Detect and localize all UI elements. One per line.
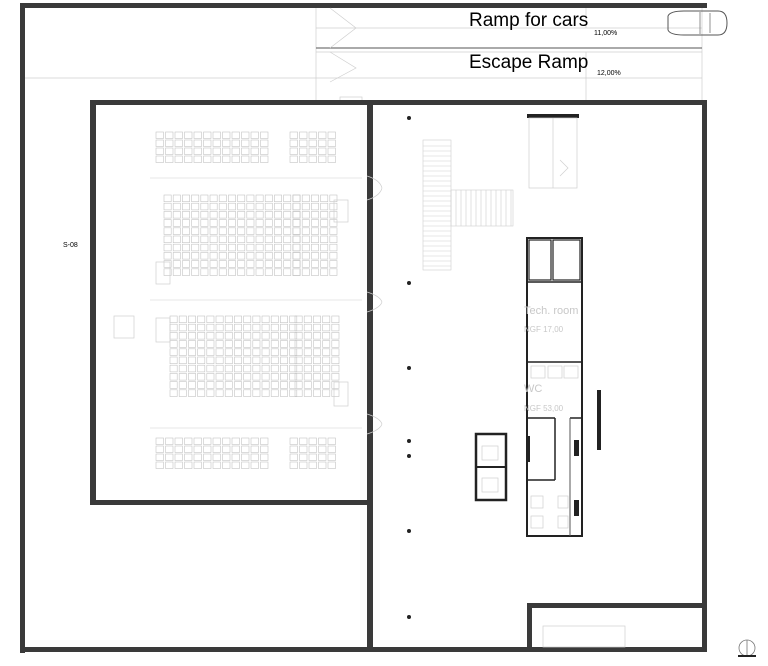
auditorium-doors — [113, 175, 383, 435]
section-ref-label: S-08 — [63, 242, 78, 249]
tech-room-label: Tech. room — [524, 305, 578, 317]
wc-area: NGF 53,00 — [524, 404, 564, 413]
lower-right-room — [527, 603, 707, 652]
ramp-for-cars-slope: 11,00% — [594, 30, 617, 37]
escape-ramp-slope: 12,00% — [597, 70, 621, 77]
north-arrow-icon — [738, 639, 756, 657]
outer-walls — [20, 3, 707, 653]
escape-ramp-label: Escape Ramp — [469, 52, 588, 73]
auditorium-walls — [90, 100, 707, 652]
wc-label: WC — [524, 383, 542, 395]
core-stair — [527, 114, 579, 189]
wheelchair-spaces — [155, 199, 349, 407]
ramp-area — [25, 7, 703, 104]
seating — [150, 131, 362, 469]
ramp-for-cars-label: Ramp for cars — [469, 10, 588, 31]
main-stair — [422, 139, 514, 271]
columns — [407, 116, 411, 619]
accessible-toilets — [474, 432, 530, 502]
tech-room-area: NGF 17,00 — [524, 325, 564, 334]
car-icon — [667, 10, 728, 36]
service-core — [526, 237, 601, 537]
